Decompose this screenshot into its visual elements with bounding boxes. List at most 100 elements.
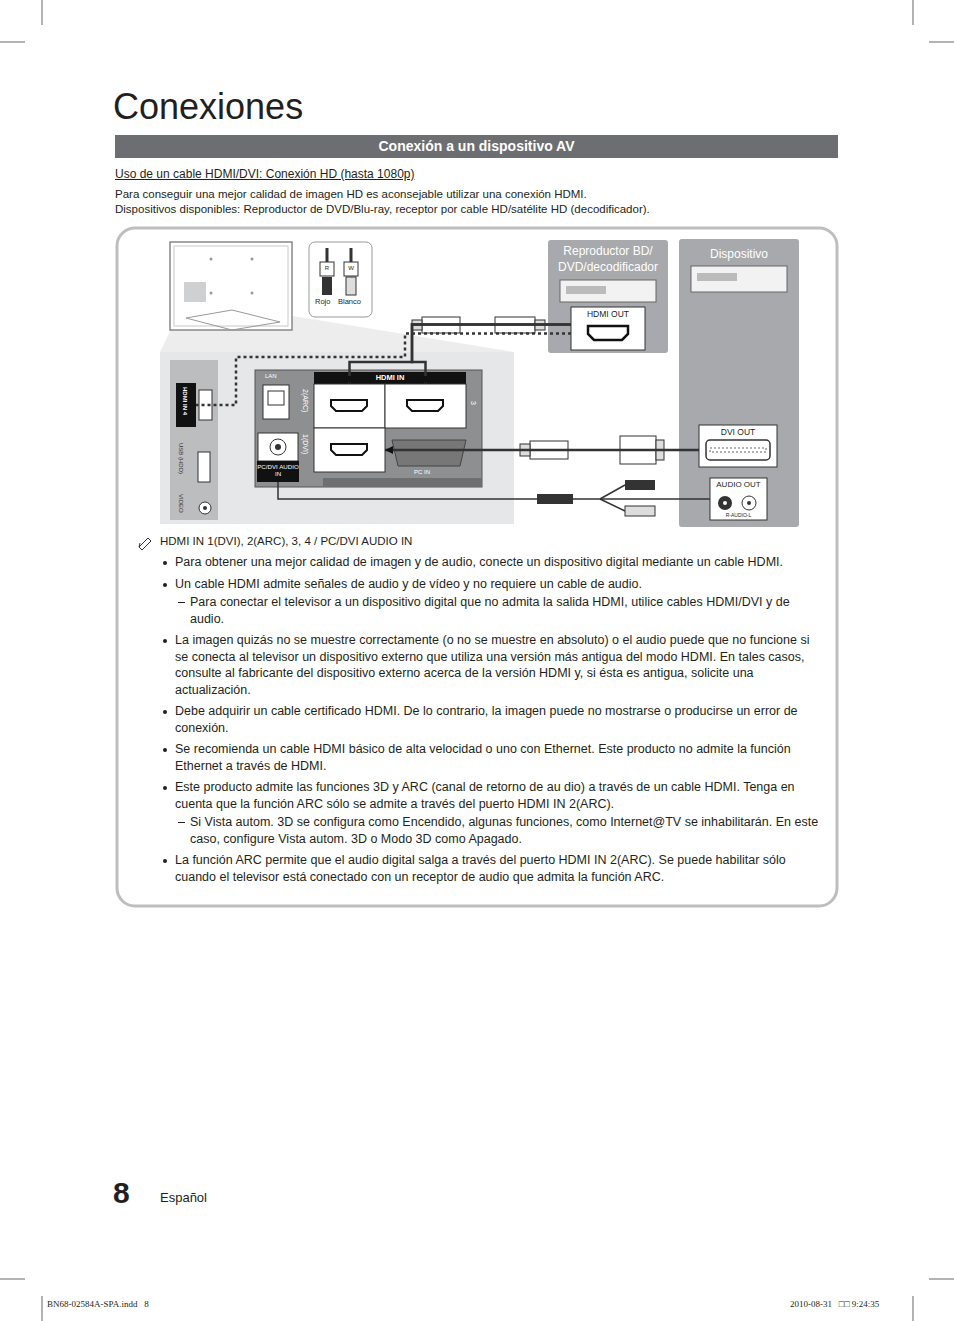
print-footer: 2010-08-31 □□ 9:24:35 — [790, 1299, 879, 1309]
node-text: HDMI IN 4 — [182, 387, 188, 415]
hdmi-port: HDMI IN 4 — [176, 383, 196, 427]
device-panel — [710, 478, 767, 520]
node-text: R-AUDIO-L — [710, 512, 767, 518]
rca-icon — [309, 242, 372, 317]
cable-plug — [600, 485, 625, 511]
port-box: DVI OUT — [699, 425, 777, 467]
device-panel — [718, 496, 732, 510]
port-name: PC IN — [414, 469, 430, 475]
cable-plug — [625, 506, 655, 516]
intro-text: Para conseguir una mejor calidad de imag… — [115, 188, 587, 200]
tv-back-panel — [170, 360, 218, 520]
bullet-note: Debe adquirir un cable certificado HDMI.… — [160, 703, 820, 736]
tv-back-panel — [314, 428, 385, 472]
crop-mark — [929, 42, 954, 43]
tv-back-panel — [257, 461, 299, 482]
bullet-note: Se recomienda un cable HDMI básico de al… — [160, 741, 820, 774]
device-panel — [747, 501, 751, 505]
port-box: AUDIO OUT R-AUDIO-L — [710, 478, 767, 520]
node-text: AUDIO OUT — [710, 478, 767, 490]
tv-illustration — [186, 310, 280, 330]
page-number: 8 — [113, 1176, 130, 1210]
tv-back-panel — [160, 352, 514, 524]
tv-back-panel — [268, 391, 284, 405]
print-footer: BN68-02584A-SPA.indd 8 — [47, 1299, 149, 1309]
device-panel — [548, 240, 668, 353]
crop-mark — [42, 1296, 43, 1321]
tv-back-panel — [270, 439, 286, 455]
section-bar: Conexión a un dispositivo AV — [115, 135, 838, 158]
port-name: LAN — [265, 373, 277, 379]
device-panel — [710, 448, 766, 452]
crop-mark — [0, 42, 25, 43]
page-title: Conexiones — [113, 86, 303, 128]
port-name: USB (HDD) — [178, 443, 184, 474]
port-box: HDMI OUT — [571, 307, 645, 350]
device-panel — [697, 273, 737, 281]
tv-back-panel — [198, 452, 210, 482]
sub-note: Para conectar el televisor a un disposit… — [160, 594, 820, 627]
subheading: Uso de un cable HDMI/DVI: Conexión HD (h… — [115, 167, 414, 181]
node-text: 2(ARC) — [302, 389, 309, 412]
node-text: 1(DVI) — [302, 434, 309, 454]
note-pencil-icon — [139, 538, 151, 550]
device-panel — [706, 440, 770, 460]
hdmi-port: 1(DVI) — [298, 428, 385, 472]
plug-letter: R — [320, 265, 334, 271]
tv-back-panel — [199, 502, 211, 514]
bullet-note: Este producto admite las funciones 3D y … — [160, 779, 820, 812]
node-text: HDMI OUT — [571, 307, 645, 320]
cable-plug — [625, 480, 655, 490]
note-pencil-icon — [139, 538, 151, 550]
bullet-note: Para obtener una mejor calidad de imagen… — [160, 554, 820, 571]
tv-back-panel — [203, 506, 207, 510]
bullet-note: La función ARC permite que el audio digi… — [160, 852, 820, 885]
node-text: Dispositivo — [679, 239, 799, 262]
tv-back-panel — [258, 433, 298, 461]
crop-mark — [913, 0, 914, 25]
tv-back-panel — [331, 400, 367, 411]
sub-note: Si Vista autom. 3D se configura como Enc… — [160, 814, 820, 847]
port-name: VIDEO — [178, 494, 184, 513]
bullet-note: Un cable HDMI admite señales de audio y … — [160, 576, 820, 593]
node-text: HDMI IN — [314, 372, 466, 384]
device-panel — [691, 266, 787, 292]
device-panel — [742, 496, 756, 510]
tv-back-panel — [314, 384, 385, 428]
intro-text: Dispositivos disponibles: Reproductor de… — [115, 203, 650, 215]
tv-back-panel — [275, 444, 281, 450]
rca-icon — [346, 277, 356, 295]
plug-color: Rojo — [315, 297, 330, 306]
tv-illustration — [251, 258, 254, 261]
cable-connector — [196, 334, 571, 406]
rca-icon — [344, 262, 358, 276]
tv-back-panel — [385, 384, 466, 428]
tv-back-panel — [407, 400, 443, 411]
tv-illustration — [210, 258, 213, 261]
tv-illustration — [160, 242, 514, 352]
device-panel — [566, 286, 606, 294]
tv-back-panel — [331, 444, 367, 455]
cable-connector — [385, 449, 699, 452]
tv-illustration — [184, 282, 206, 302]
tv-illustration — [210, 292, 213, 295]
device-panel: Reproductor BD/ DVD/decodificadorHDMI OU… — [548, 240, 668, 353]
device-panel — [588, 326, 628, 340]
tv-illustration — [174, 246, 288, 326]
node-text: DVI OUT — [699, 425, 777, 438]
device-panel — [723, 501, 727, 505]
rca-icon — [322, 277, 332, 295]
device-panel: DispositivoDVI OUT AUDIO OUT R-AUDIO-L — [679, 239, 799, 527]
rca-icon — [320, 262, 334, 276]
tv-back-panel — [323, 478, 482, 487]
tv-back-panel — [392, 440, 466, 466]
rca-icon — [309, 242, 372, 317]
note-frame — [117, 228, 837, 906]
device-panel — [699, 425, 777, 467]
tv-illustration — [251, 292, 254, 295]
device-panel — [679, 239, 799, 527]
crop-mark — [929, 1279, 954, 1280]
note-heading: HDMI IN 1(DVI), 2(ARC), 3, 4 / PC/DVI AU… — [160, 533, 820, 549]
